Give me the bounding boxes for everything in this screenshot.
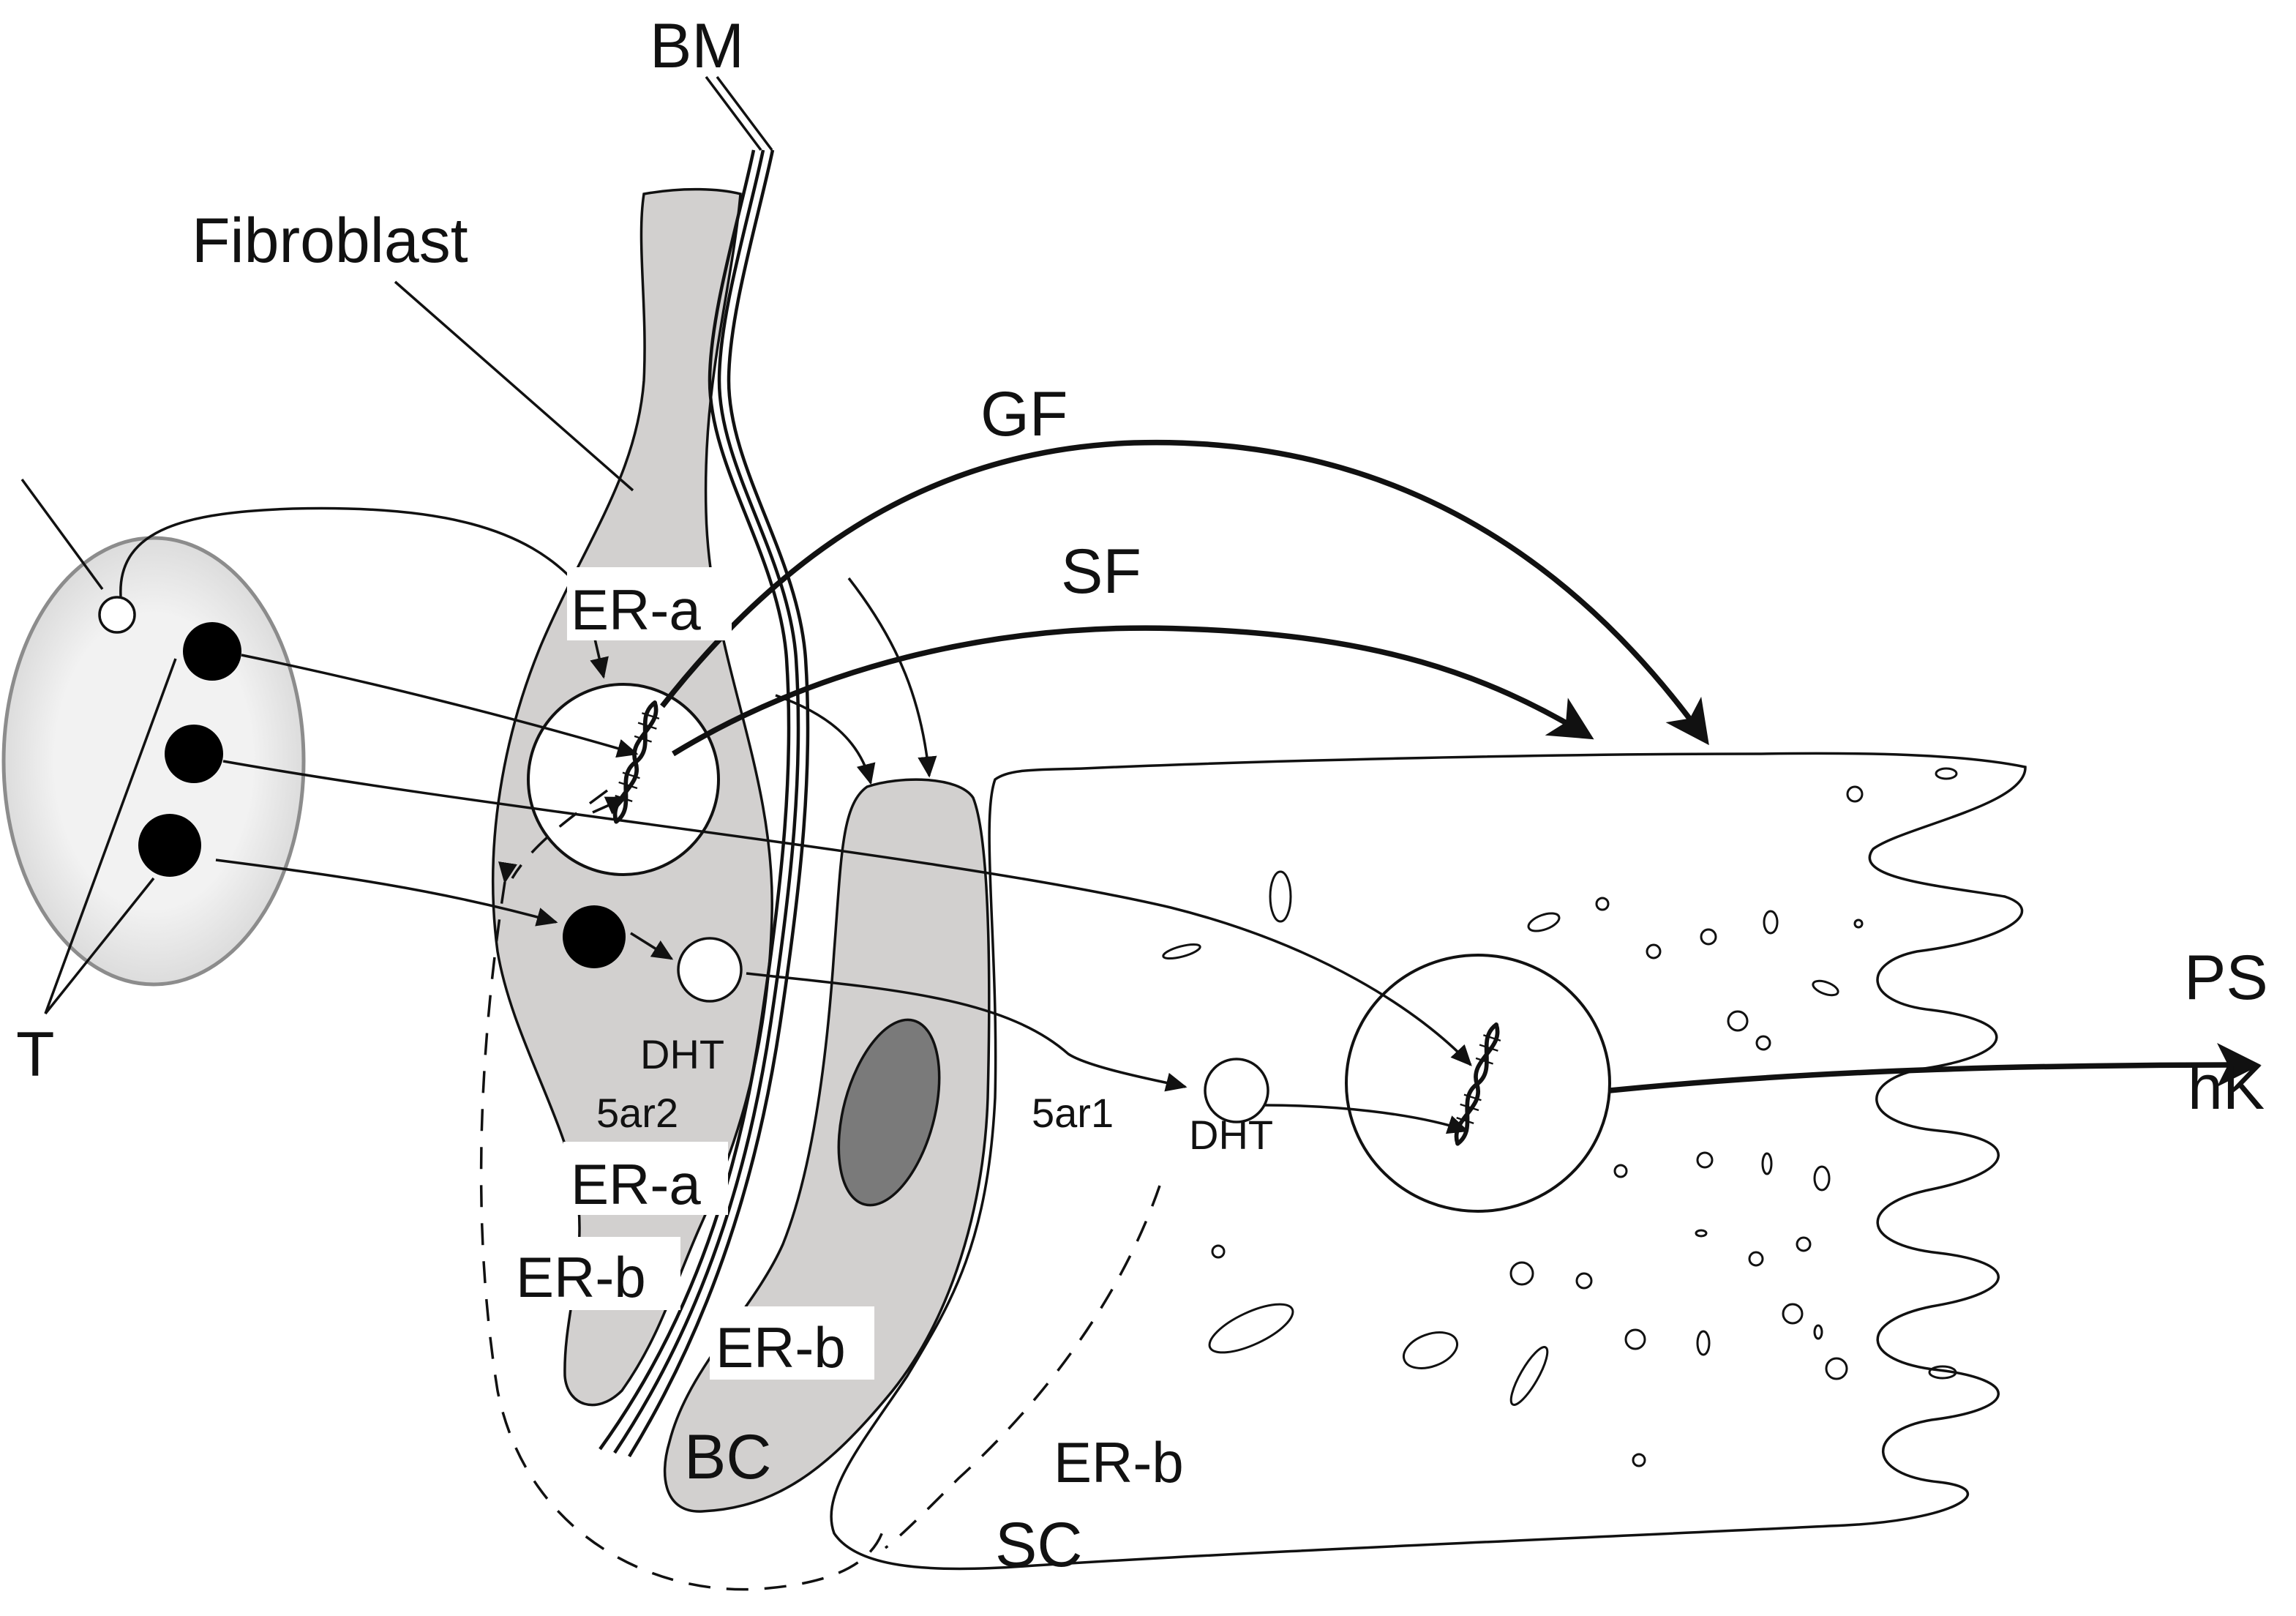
dht-epithelium-label: DHT xyxy=(1189,1112,1273,1158)
gf-label: GF xyxy=(980,379,1068,449)
circulation-capsule xyxy=(1,536,306,987)
5ar1-label: 5ar1 xyxy=(1032,1090,1114,1136)
basal-cell-nucleus xyxy=(837,1018,941,1207)
sf-arrow xyxy=(672,625,1594,757)
arrow-dht-to-epithelium-dht xyxy=(746,972,1188,1092)
arrow-t2-to-dna-epithelium xyxy=(222,760,1472,1066)
testosterone-molecule-icon xyxy=(183,622,241,681)
er-a-top-label: ER-a xyxy=(571,577,701,642)
arrow-fibroblast-t-to-dht xyxy=(630,932,674,960)
t-pointer-1 xyxy=(44,658,177,1014)
er-b-fibroblast-label: ER-b xyxy=(516,1245,646,1309)
capsule-pointer xyxy=(20,478,104,591)
secretory-cell xyxy=(830,752,2027,1571)
arrow-dht-to-dna-epithelium xyxy=(1261,1104,1469,1134)
hk-label: hK xyxy=(2188,1052,2265,1123)
fibroblast-nucleus-dashed xyxy=(511,789,609,879)
er-b-sc-label: ER-b xyxy=(1054,1430,1184,1495)
gf-arrow xyxy=(660,439,1709,746)
5ar2-label: 5ar2 xyxy=(596,1090,678,1136)
paracrine-loop-dashed xyxy=(479,861,887,1591)
secretory-cell-boundary-dashed xyxy=(884,1185,1161,1549)
arrow-capsule-to-er-a xyxy=(119,506,579,597)
er-b-bc-label: ER-b xyxy=(716,1315,846,1380)
testosterone-molecule-icon xyxy=(138,814,201,877)
t-label: T xyxy=(16,1020,55,1090)
arrow-t3-to-fibroblast-t xyxy=(215,858,558,927)
arrow-t1-to-dna xyxy=(241,654,639,758)
testosterone-molecule-icon xyxy=(165,725,223,783)
arrow-er-a-fibroblast-to-nucleus-inner xyxy=(592,796,628,815)
t-pointer-2 xyxy=(44,877,155,1015)
sf-label: SF xyxy=(1061,536,1141,607)
fibroblast-nucleus xyxy=(527,683,720,876)
dht-molecule-icon xyxy=(1204,1058,1269,1123)
er-a-bottom-label: ER-a xyxy=(571,1152,701,1216)
arrow-sf-branch-to-bc xyxy=(847,577,937,778)
bm-label: BM xyxy=(650,11,744,81)
testosterone-molecule-icon xyxy=(98,596,136,634)
ps-label: PS xyxy=(2184,943,2268,1013)
fibroblast-label: Fibroblast xyxy=(192,206,468,276)
testosterone-molecule-icon xyxy=(563,905,626,968)
arrow-nucleus-to-bc xyxy=(775,694,876,785)
ps-hk-arrow xyxy=(1609,1043,2261,1093)
dht-fibroblast-label: DHT xyxy=(640,1031,724,1077)
cytoplasmic-vesicles xyxy=(1162,767,1958,1467)
sc-label: SC xyxy=(995,1510,1082,1580)
dht-molecule-icon xyxy=(677,937,743,1003)
bc-label: BC xyxy=(684,1422,771,1492)
basement-membrane xyxy=(599,75,810,1458)
fibroblast-pointer xyxy=(394,280,634,492)
